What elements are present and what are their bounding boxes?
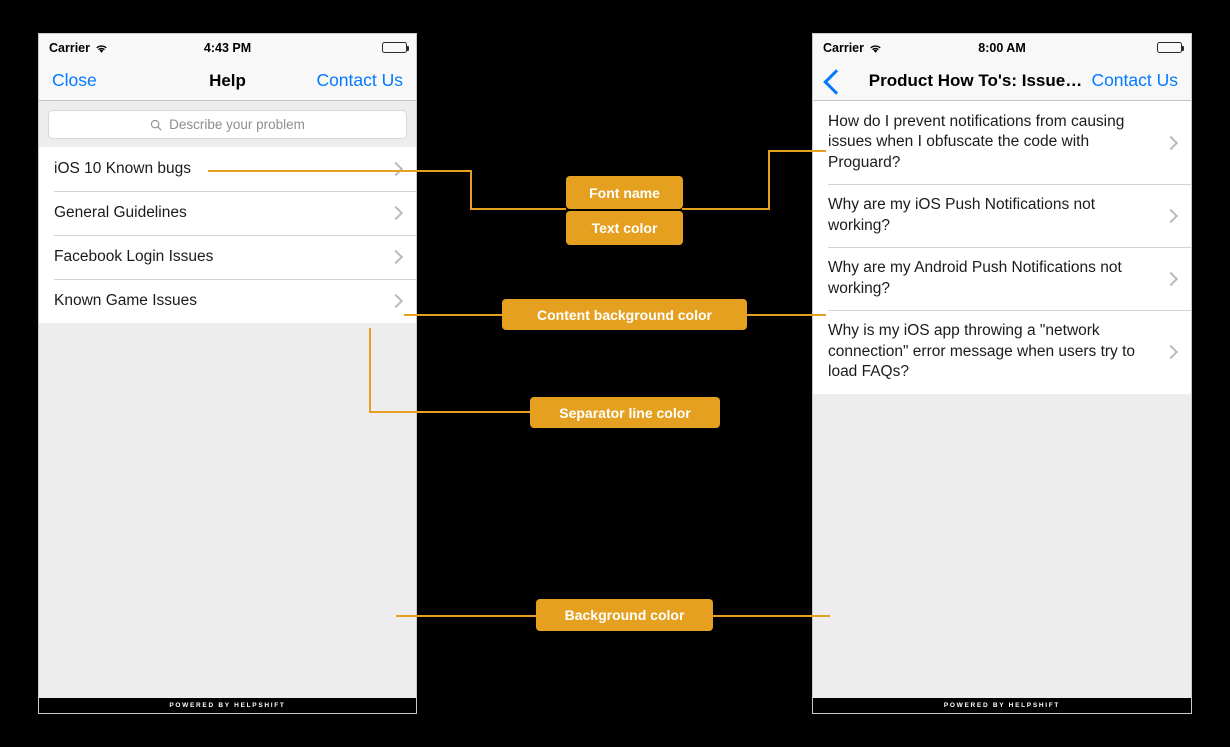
right-carrier-label: Carrier — [823, 40, 864, 55]
list-item[interactable]: Why are my iOS Push Notifications not wo… — [813, 184, 1191, 248]
left-phone-mockup: Carrier 4:43 PM Close Help Contact Us — [38, 33, 417, 714]
search-placeholder: Describe your problem — [169, 117, 305, 132]
list-item-label: iOS 10 Known bugs — [54, 159, 192, 177]
chevron-right-icon — [1163, 135, 1179, 150]
list-item-label: Known Game Issues — [54, 291, 198, 309]
right-faq-list: How do I prevent notifications from caus… — [813, 101, 1191, 394]
left-footer-gap — [39, 691, 416, 698]
left-status-bar: Carrier 4:43 PM — [39, 34, 416, 61]
right-status-time: 8:00 AM — [978, 40, 1026, 55]
right-empty-area — [813, 393, 1191, 691]
back-chevron-icon[interactable] — [823, 69, 849, 95]
chevron-right-icon — [388, 293, 404, 309]
right-footer-gap — [813, 691, 1191, 698]
right-status-carrier-group: Carrier — [823, 41, 882, 55]
battery-full-icon — [382, 42, 410, 53]
annotation-separator-line-color: Separator line color — [530, 397, 720, 428]
close-button[interactable]: Close — [52, 70, 97, 90]
annotation-font-name-label: Font name — [589, 184, 660, 201]
chevron-right-icon — [1163, 344, 1179, 359]
list-item-label: How do I prevent notifications from caus… — [828, 113, 1125, 171]
battery-full-icon — [1157, 42, 1185, 53]
chevron-right-icon — [1163, 271, 1179, 286]
left-faq-section-list: iOS 10 Known bugs General Guidelines Fac… — [39, 147, 416, 323]
annotation-background-color: Background color — [536, 599, 713, 631]
chevron-right-icon — [388, 205, 404, 221]
connector-content-bg-left — [404, 314, 502, 316]
search-icon — [150, 119, 162, 131]
list-item[interactable]: Facebook Login Issues — [39, 235, 416, 279]
left-search-container: Describe your problem — [39, 101, 416, 147]
left-status-right-group — [382, 42, 410, 53]
wifi-icon — [95, 43, 108, 53]
connector-text-color-right-b — [768, 150, 770, 210]
list-item[interactable]: Why is my iOS app throwing a "network co… — [813, 310, 1191, 394]
list-item-label: Facebook Login Issues — [54, 247, 214, 265]
connector-font-name-left-b — [470, 170, 472, 210]
right-page-title: Product How To's: Issue… — [868, 70, 1083, 90]
chevron-right-icon — [1163, 208, 1179, 223]
connector-font-name-left-a — [208, 170, 472, 172]
left-status-carrier-group: Carrier — [49, 41, 108, 55]
right-powered-by-footer: POWERED BY HELPSHIFT — [813, 698, 1191, 713]
left-status-time: 4:43 PM — [203, 40, 252, 55]
list-item[interactable]: Known Game Issues — [39, 279, 416, 323]
left-empty-area — [39, 323, 416, 691]
list-item[interactable]: Why are my Android Push Notifications no… — [813, 247, 1191, 311]
left-powered-by-footer: POWERED BY HELPSHIFT — [39, 698, 416, 713]
left-carrier-label: Carrier — [49, 40, 90, 55]
annotation-font-name: Font name — [566, 176, 683, 209]
search-input[interactable]: Describe your problem — [48, 110, 407, 139]
annotation-text-color-label: Text color — [591, 220, 658, 236]
connector-content-bg-right — [746, 314, 826, 316]
connector-font-name-left-c — [470, 208, 566, 210]
annotation-background-color-label: Background color — [564, 607, 685, 623]
connector-separator-a — [369, 328, 371, 413]
list-item[interactable]: iOS 10 Known bugs — [39, 147, 416, 191]
list-item[interactable]: General Guidelines — [39, 191, 416, 235]
annotation-content-background-color: Content background color — [502, 299, 747, 330]
right-nav-bar: Product How To's: Issue… Contact Us — [813, 61, 1191, 101]
list-item-label: General Guidelines — [54, 203, 187, 221]
list-item-label: Why are my iOS Push Notifications not wo… — [828, 196, 1096, 234]
connector-text-color-right-a — [682, 208, 770, 210]
connector-separator-b — [369, 411, 531, 413]
chevron-right-icon — [388, 249, 404, 265]
right-status-bar: Carrier 8:00 AM — [813, 34, 1191, 61]
annotation-text-color: Text color — [566, 211, 683, 245]
contact-us-button-left[interactable]: Contact Us — [316, 70, 403, 90]
list-item-label: Why are my Android Push Notifications no… — [828, 259, 1122, 297]
connector-text-color-right-c — [768, 150, 826, 152]
wifi-icon — [869, 43, 882, 53]
right-phone-mockup: Carrier 8:00 AM Product How To's: Issue…… — [812, 33, 1192, 714]
list-item[interactable]: How do I prevent notifications from caus… — [813, 101, 1191, 185]
left-nav-bar: Close Help Contact Us — [39, 61, 416, 101]
right-status-right-group — [1157, 42, 1185, 53]
list-item-label: Why is my iOS app throwing a "network co… — [828, 322, 1136, 381]
connector-background-right — [712, 615, 830, 617]
contact-us-button-right[interactable]: Contact Us — [1091, 70, 1178, 90]
connector-background-left — [396, 615, 536, 617]
annotation-content-background-color-label: Content background color — [537, 306, 712, 323]
annotation-separator-line-color-label: Separator line color — [559, 404, 691, 421]
chevron-right-icon — [388, 161, 404, 177]
